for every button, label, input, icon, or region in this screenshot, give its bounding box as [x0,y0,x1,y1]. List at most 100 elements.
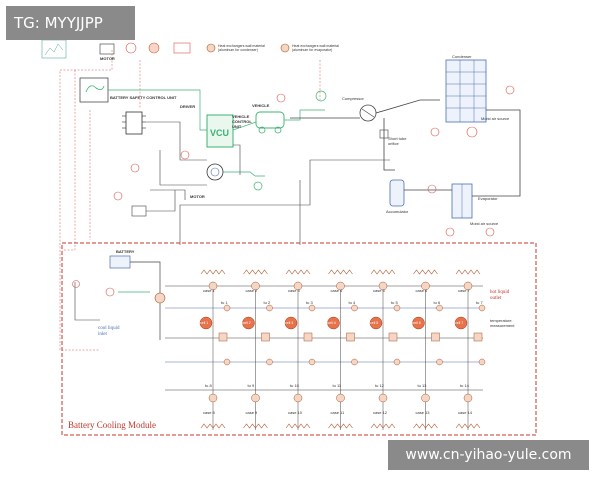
mid-thermal-block [218,332,228,342]
mid-thermal-block [431,332,440,342]
evaporator-wall-icon [280,43,290,53]
case-top-label: case 5 [373,288,385,293]
battery-cell [454,316,468,330]
case-bottom-node [293,393,303,403]
battery-cell [199,316,213,330]
case-bottom-node [463,393,473,403]
tube-bottom-node [478,358,486,366]
tube-top-node [266,304,273,312]
case-top-resistor [413,269,438,275]
case-bottom-resistor [455,423,481,429]
tube-top-node [436,304,443,312]
battery-cell [369,316,383,330]
battery-cell [327,316,340,330]
mid-thermal-block [261,332,270,342]
tube-bottom-label: tu 13 [417,383,427,388]
tube-bottom-label: tu 9 [247,383,255,388]
case-bottom-label: case 14 [458,410,473,415]
mid-thermal-block [303,332,313,342]
orifice-label: Short tube orifice [388,136,407,146]
case-bottom-label: case 10 [288,410,303,415]
case-top-resistor [455,269,481,275]
tube-top-node [223,304,231,312]
case-top-label: case 1 [203,288,215,293]
cell-label: cell 5 [370,321,379,325]
cell-label: cell 1 [200,321,209,325]
ambient-sensor-icon [41,39,67,59]
case-bottom-node [336,393,345,403]
case-bottom-label: case 9 [245,410,258,415]
case-top-resistor [200,269,226,275]
case-bottom-label: case 12 [373,410,388,415]
case-top-resistor [328,269,353,275]
control-area [59,50,327,351]
case-bottom-node [378,393,388,403]
tube-bottom-label: tu 11 [332,383,342,388]
refrigerant-loop [179,59,521,245]
condenser-block [445,59,487,123]
compressor-label: Compressor [342,96,364,101]
bscu-label: BATTERY SAFETY CONTROL UNIT [110,95,177,100]
cell-label: cell 6 [412,321,421,325]
cooling-grid [165,269,486,430]
case-top-label: case 3 [288,288,300,293]
vcu-block [206,114,234,148]
battery-label: BATTERY [116,249,135,254]
tube-top-node [351,304,358,312]
condenser-fan-icon [466,126,478,138]
case-bottom-resistor [243,423,268,429]
tube-bottom-node [308,358,316,366]
cell-label: cell 7 [455,321,464,325]
tube-bottom-node [436,358,443,366]
bscu-block [79,77,109,103]
accumulator-label: Accumulator [386,209,409,214]
tube-bottom-node [351,358,358,366]
accumulator-block [389,179,405,207]
tube-top-label: tu 2 [263,300,271,305]
legend-evaporator-label: Heat exchangers wall material (aluminum … [292,44,339,52]
case-bottom-resistor [413,423,438,429]
motor-label: MOTOR [190,194,205,199]
battery-cell [412,316,425,330]
tube-bottom-node [393,358,401,366]
condenser-label: Condenser [452,54,472,59]
case-top-label: case 7 [458,288,470,293]
case-bottom-resistor [370,423,396,429]
mid-thermal-block [388,332,398,342]
tube-bottom-label: tu 14 [460,383,469,388]
case-bottom-resistor [200,423,226,429]
tube-top-label: tu 7 [476,300,483,305]
battery-block [109,255,131,269]
mid-thermal-block [473,332,483,342]
driver-chip [125,111,143,135]
battery-cell [242,316,255,330]
moist-air-evaporator-label: Moist air source [470,221,499,226]
condenser-wall-icon [206,43,216,53]
moist-air-condenser-label: Moist air source [481,116,510,121]
tube-top-label: tu 4 [348,300,356,305]
tube-top-node [308,304,316,312]
case-bottom-label: case 13 [415,410,430,415]
case-bottom-node [208,393,218,403]
case-bottom-label: case 8 [203,410,215,415]
cell-label: cell 3 [285,321,294,325]
tube-bottom-node [223,358,231,366]
case-bottom-resistor [328,423,353,429]
case-bottom-node [421,393,430,403]
case-bottom-label: case 11 [330,410,345,415]
case-top-resistor [243,269,268,275]
sensor-legend-icon [125,42,137,54]
motor-block [206,163,224,181]
tube-bottom-node [266,358,273,366]
cell-label: cell 2 [242,321,251,325]
thermal-mass-legend-icon [173,42,191,54]
cool-inlet-label: cool liquid inlet [98,326,120,337]
module-title: Battery Cooling Module [68,420,156,430]
case-top-resistor [370,269,396,275]
vcu-box-label: VCU [210,128,230,138]
legend-row [41,39,290,59]
tube-top-label: tu 5 [391,300,398,305]
tube-top-node [393,304,401,312]
case-top-label: case 2 [245,288,258,293]
